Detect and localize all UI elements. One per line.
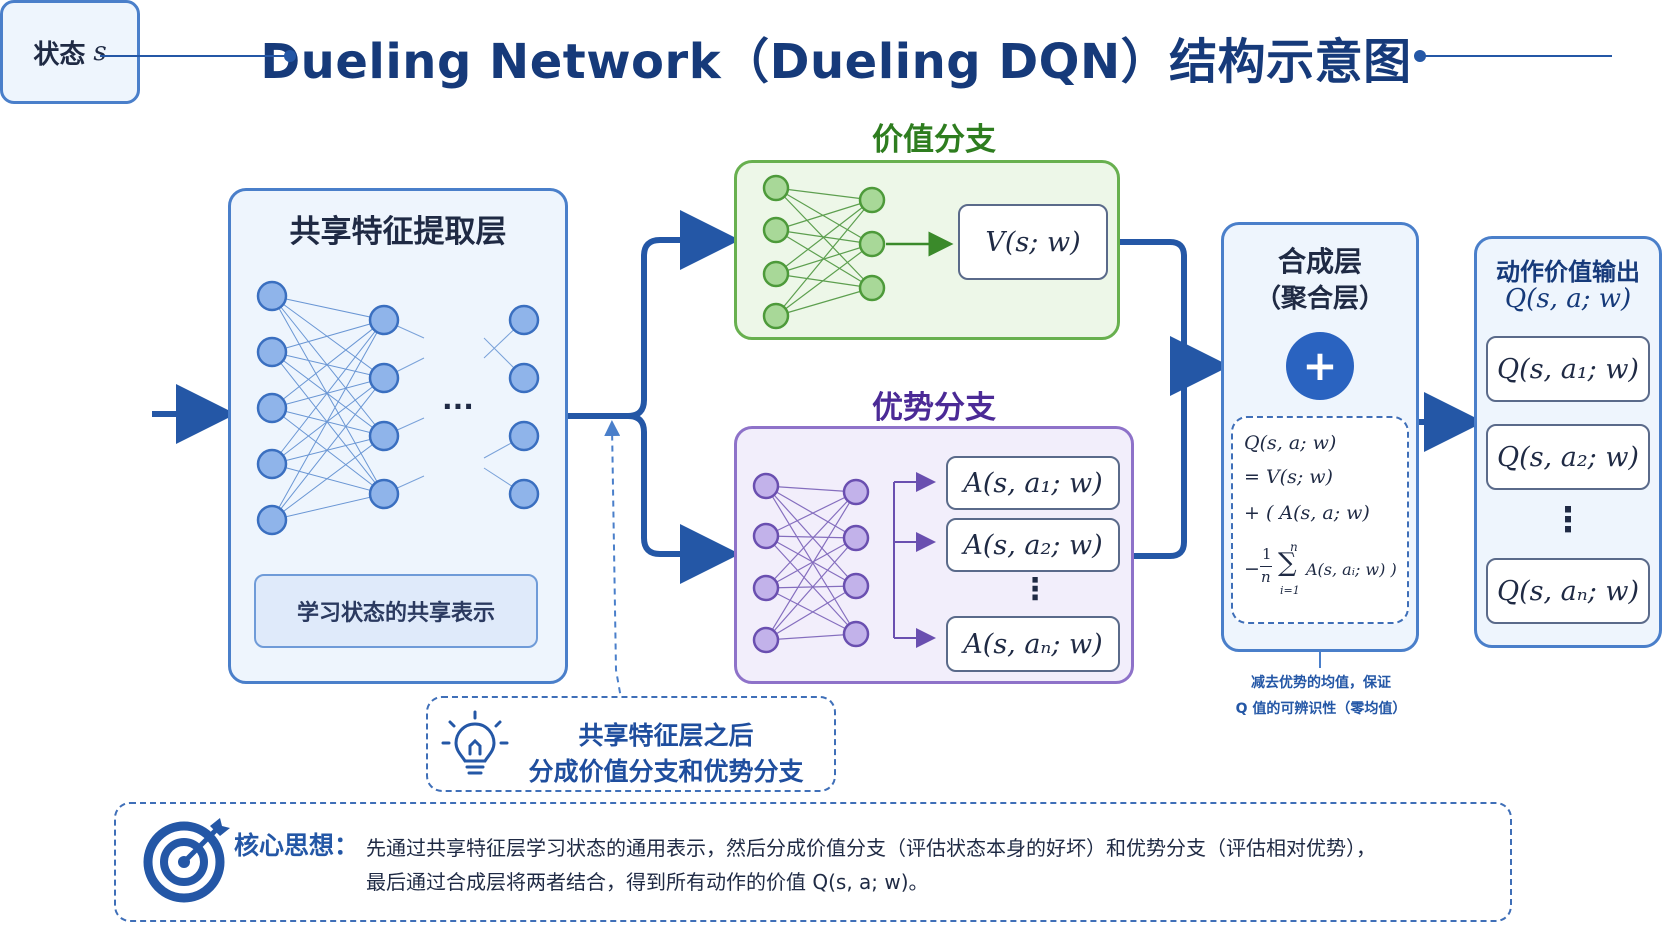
output-title-formula: Q(s, a; w) xyxy=(1504,284,1632,314)
shared-layer1-edges xyxy=(271,295,385,521)
merge-note-line-2: Q 值的可辨识性（零均值） xyxy=(1235,701,1407,717)
core-idea-line-1: 先通过共享特征层学习状态的通用表示，然后分成价值分支（评估状态本身的好坏）和优势… xyxy=(366,836,1376,860)
advantage-nodes xyxy=(752,472,870,654)
shared-panel-title: 共享特征提取层 xyxy=(289,214,507,250)
shared-nodes xyxy=(256,280,540,536)
state-input-box: 状态 s xyxy=(0,0,140,104)
plus-glyph: + xyxy=(1302,341,1337,390)
merge-subtitle: （聚合层） xyxy=(1254,284,1385,314)
shared-representation-box: 学习状态的共享表示 xyxy=(254,574,538,648)
advantage-network-graphic xyxy=(752,472,936,654)
merge-formula-box xyxy=(1231,416,1409,624)
advantage-output-2: A(s, a₂; w) xyxy=(946,518,1120,572)
advantage-output-1: A(s, a₁; w) xyxy=(946,456,1120,510)
title-dot-right xyxy=(1414,50,1426,62)
target-icon xyxy=(143,818,230,903)
advantage-vdots: ⋮ xyxy=(1020,572,1050,607)
output-vdots: ⋮ xyxy=(1551,500,1585,540)
output-q-2: Q(s, a₂; w) xyxy=(1486,424,1650,490)
arrow-shared-to-value xyxy=(568,210,740,419)
shared-ellipsis: ··· xyxy=(442,390,474,423)
formula-line-3: + ( A(s, a; w) xyxy=(1244,502,1370,524)
formula-minus: − xyxy=(1244,558,1260,580)
formula-frac-num: 1 xyxy=(1262,545,1272,563)
core-idea-box xyxy=(114,802,1512,922)
core-idea-line-2: 最后通过合成层将两者结合，得到所有动作的价值 Q(s, a; w)。 xyxy=(366,870,929,894)
page-title: Dueling Network（Dueling DQN）结构示意图 xyxy=(260,34,1412,90)
formula-sum-bottom: i=1 xyxy=(1280,584,1300,597)
advantage-output-n: A(s, aₙ; w) xyxy=(946,616,1120,672)
output-title: 动作价值输出 xyxy=(1496,258,1640,286)
value-output-box: V(s; w) xyxy=(958,204,1108,280)
merge-note-line-1: 减去优势的均值，保证 xyxy=(1251,675,1391,691)
merge-title: 合成层 xyxy=(1277,245,1362,278)
advantage-output-arrows xyxy=(893,472,936,648)
value-nodes xyxy=(762,174,886,330)
split-hint-line-2: 分成价值分支和优势分支 xyxy=(528,757,804,786)
arrow-shared-to-advantage xyxy=(627,413,740,584)
formula-line-1: Q(s, a; w) xyxy=(1244,432,1337,454)
output-q-n: Q(s, aₙ; w) xyxy=(1486,558,1650,624)
value-branch-title: 价值分支 xyxy=(872,122,996,158)
state-symbol: s xyxy=(93,37,107,67)
lightbulb-icon xyxy=(441,710,509,775)
output-q-1: Q(s, a₁; w) xyxy=(1486,336,1650,402)
state-label: 状态 xyxy=(33,39,86,70)
formula-frac-den: n xyxy=(1261,568,1271,586)
advantage-branch-title: 优势分支 xyxy=(872,390,996,426)
formula-sum: ∑ xyxy=(1278,548,1297,578)
value-network-graphic xyxy=(762,174,954,330)
formula-sum-top: n xyxy=(1290,540,1298,554)
formula-line-2: = V(s; w) xyxy=(1244,466,1333,488)
arrow-value-to-merge xyxy=(1120,239,1187,366)
formula-frac-bar xyxy=(1260,566,1272,567)
value-edges xyxy=(775,187,873,317)
shared-network-graphic xyxy=(256,280,540,536)
title-dot-left xyxy=(284,50,296,62)
formula-sum-term: A(s, aᵢ; w) ) xyxy=(1306,560,1397,579)
core-idea-label: 核心思想： xyxy=(234,831,360,860)
arrow-advantage-to-merge xyxy=(1134,366,1187,559)
split-hint-line-1: 共享特征层之后 xyxy=(578,721,754,750)
hint-pointer xyxy=(604,420,623,705)
advantage-edges xyxy=(765,485,857,641)
plus-icon: + xyxy=(1286,332,1354,400)
